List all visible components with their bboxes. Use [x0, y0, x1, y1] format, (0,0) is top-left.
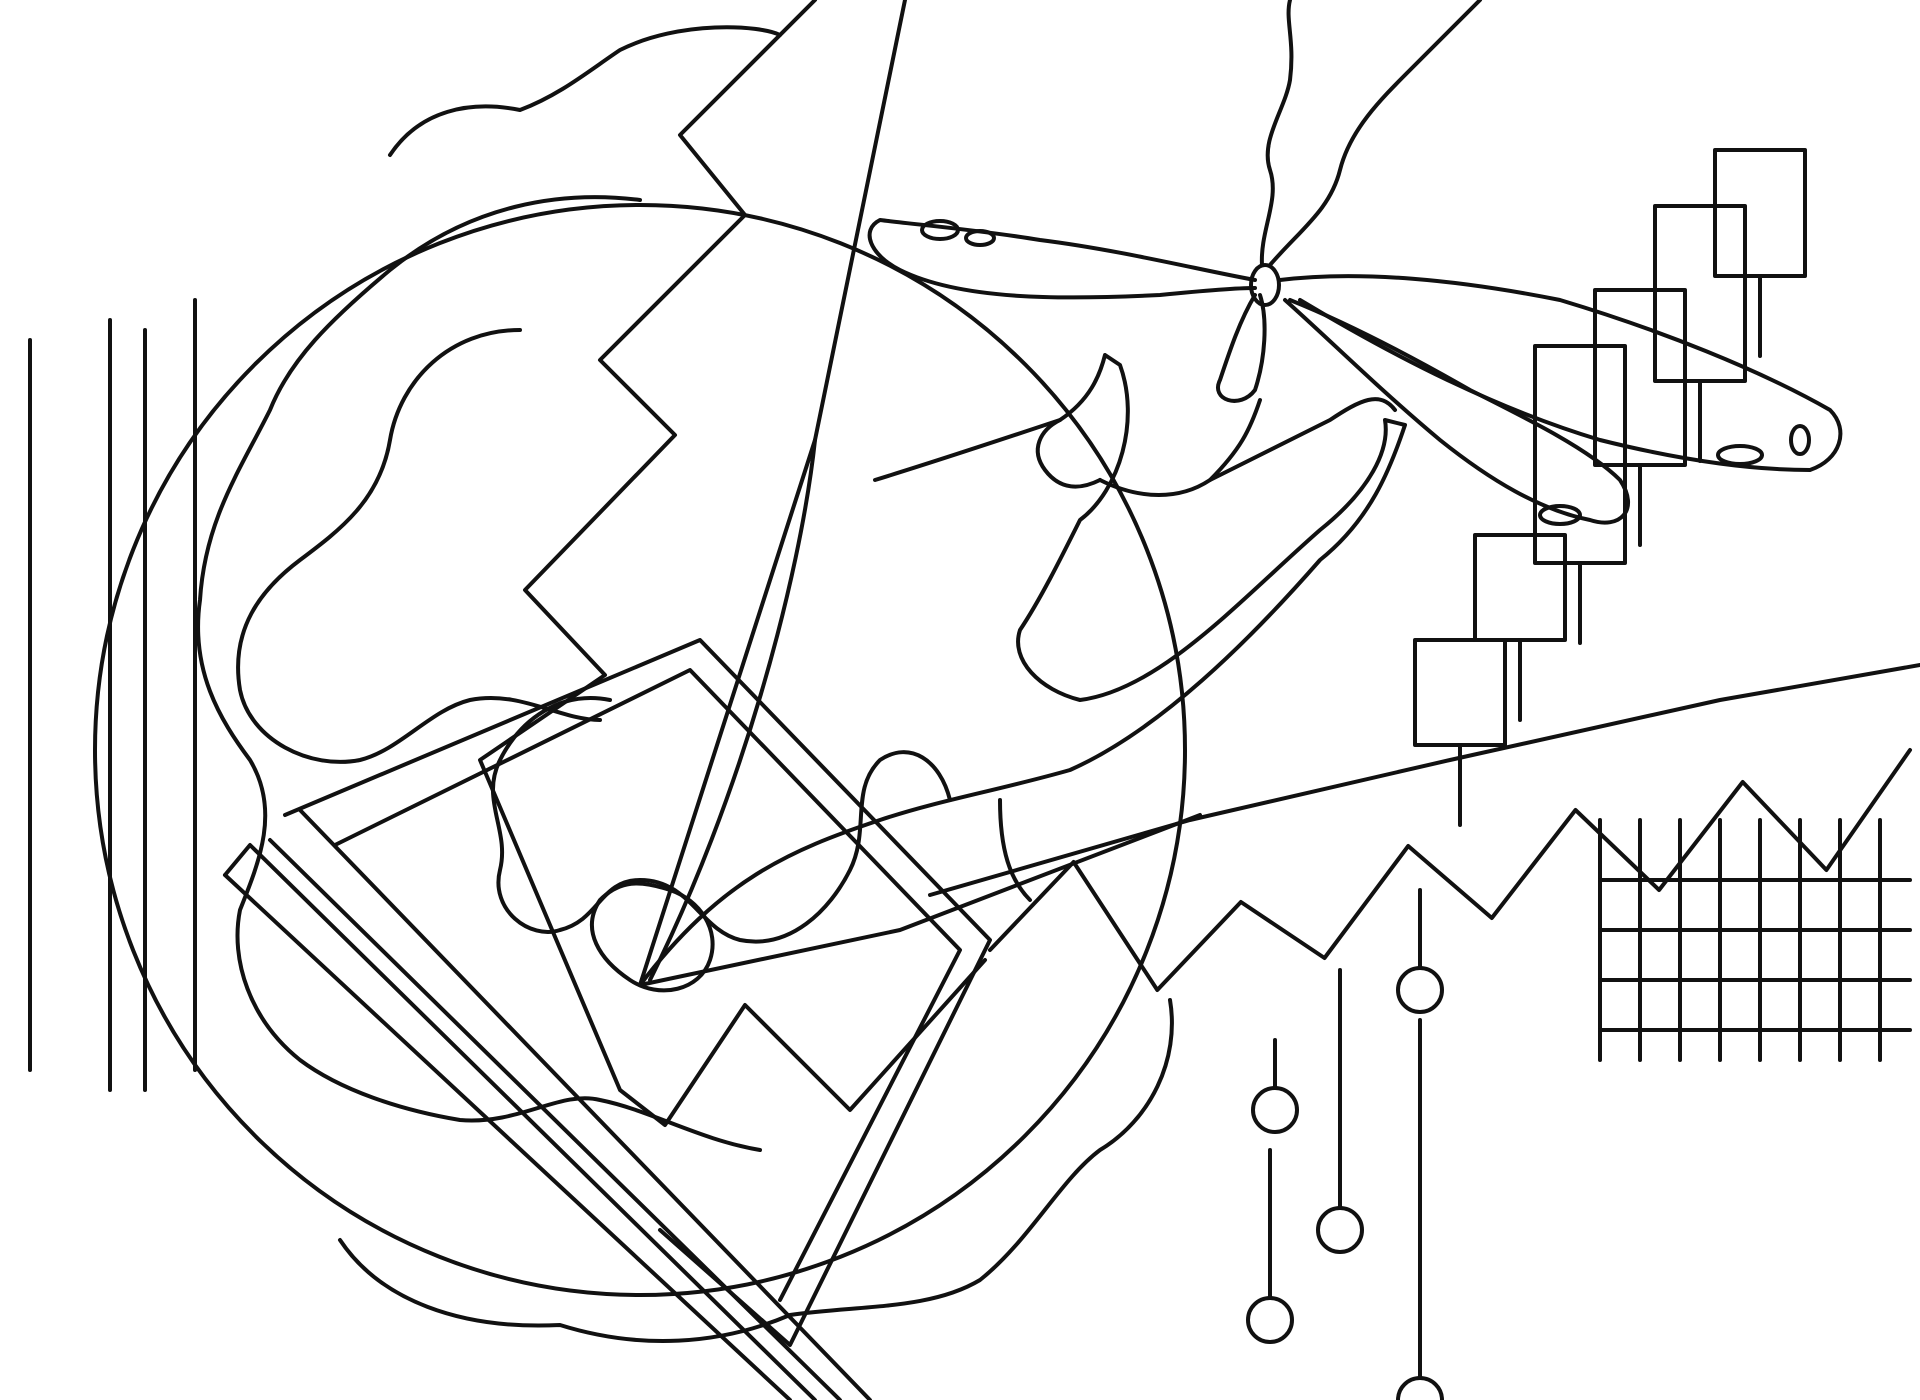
butterfly-antenna-right	[1268, 0, 1482, 267]
globe-landmass	[196, 195, 762, 1152]
candle-body	[1473, 533, 1567, 642]
grid-bars-right	[1598, 818, 1912, 1062]
wing-spot	[1538, 504, 1582, 526]
triangle-frame	[283, 638, 992, 1347]
hand-thumb	[1035, 418, 1102, 489]
butterfly-wing-lower-right	[1283, 298, 1631, 525]
hand-wrist	[998, 798, 1032, 902]
zigzag-market-line	[988, 748, 1912, 992]
globe-contour-inner	[236, 328, 602, 764]
wing-spot	[920, 219, 960, 241]
rising-trend-line	[928, 663, 1920, 897]
hanging-circle	[1246, 1296, 1294, 1344]
wing-spot	[1789, 424, 1811, 456]
hanging-circle	[1316, 1206, 1364, 1254]
cloud-outline-lower	[338, 998, 1174, 1344]
lightning-bolt	[478, 0, 987, 1127]
hand-outline	[638, 353, 1407, 987]
pyramid-left-face	[638, 0, 907, 987]
globe-circle	[93, 203, 1187, 1297]
hanging-circle	[1396, 1376, 1444, 1400]
vertical-lines-left	[28, 298, 197, 1092]
hanging-circle	[1251, 1086, 1299, 1134]
butterfly-antenna-left	[1259, 0, 1294, 267]
hanging-circle	[1396, 966, 1444, 1014]
butterfly-body	[1249, 263, 1281, 307]
butterfly-wing-upper-left	[867, 218, 1257, 300]
cloud-outline	[388, 25, 782, 157]
pyramid-inner-ridge	[648, 438, 817, 982]
globe-contour-core	[589, 881, 715, 993]
candle-body	[1653, 204, 1747, 383]
butterfly-wing-lower-left	[1216, 293, 1267, 403]
candlestick-chart	[1413, 148, 1807, 827]
candle-body	[1413, 638, 1507, 747]
butterfly-wing-upper-right	[1278, 274, 1843, 472]
butterfly	[867, 0, 1843, 526]
hand-finger-2	[1208, 397, 1397, 482]
candle-body	[1713, 148, 1807, 278]
wing-spot	[1716, 444, 1764, 466]
candle-body	[1533, 344, 1627, 565]
hanging-circles	[1246, 888, 1444, 1400]
pyramid-right-face	[638, 813, 1202, 987]
wing-spot	[964, 229, 996, 247]
